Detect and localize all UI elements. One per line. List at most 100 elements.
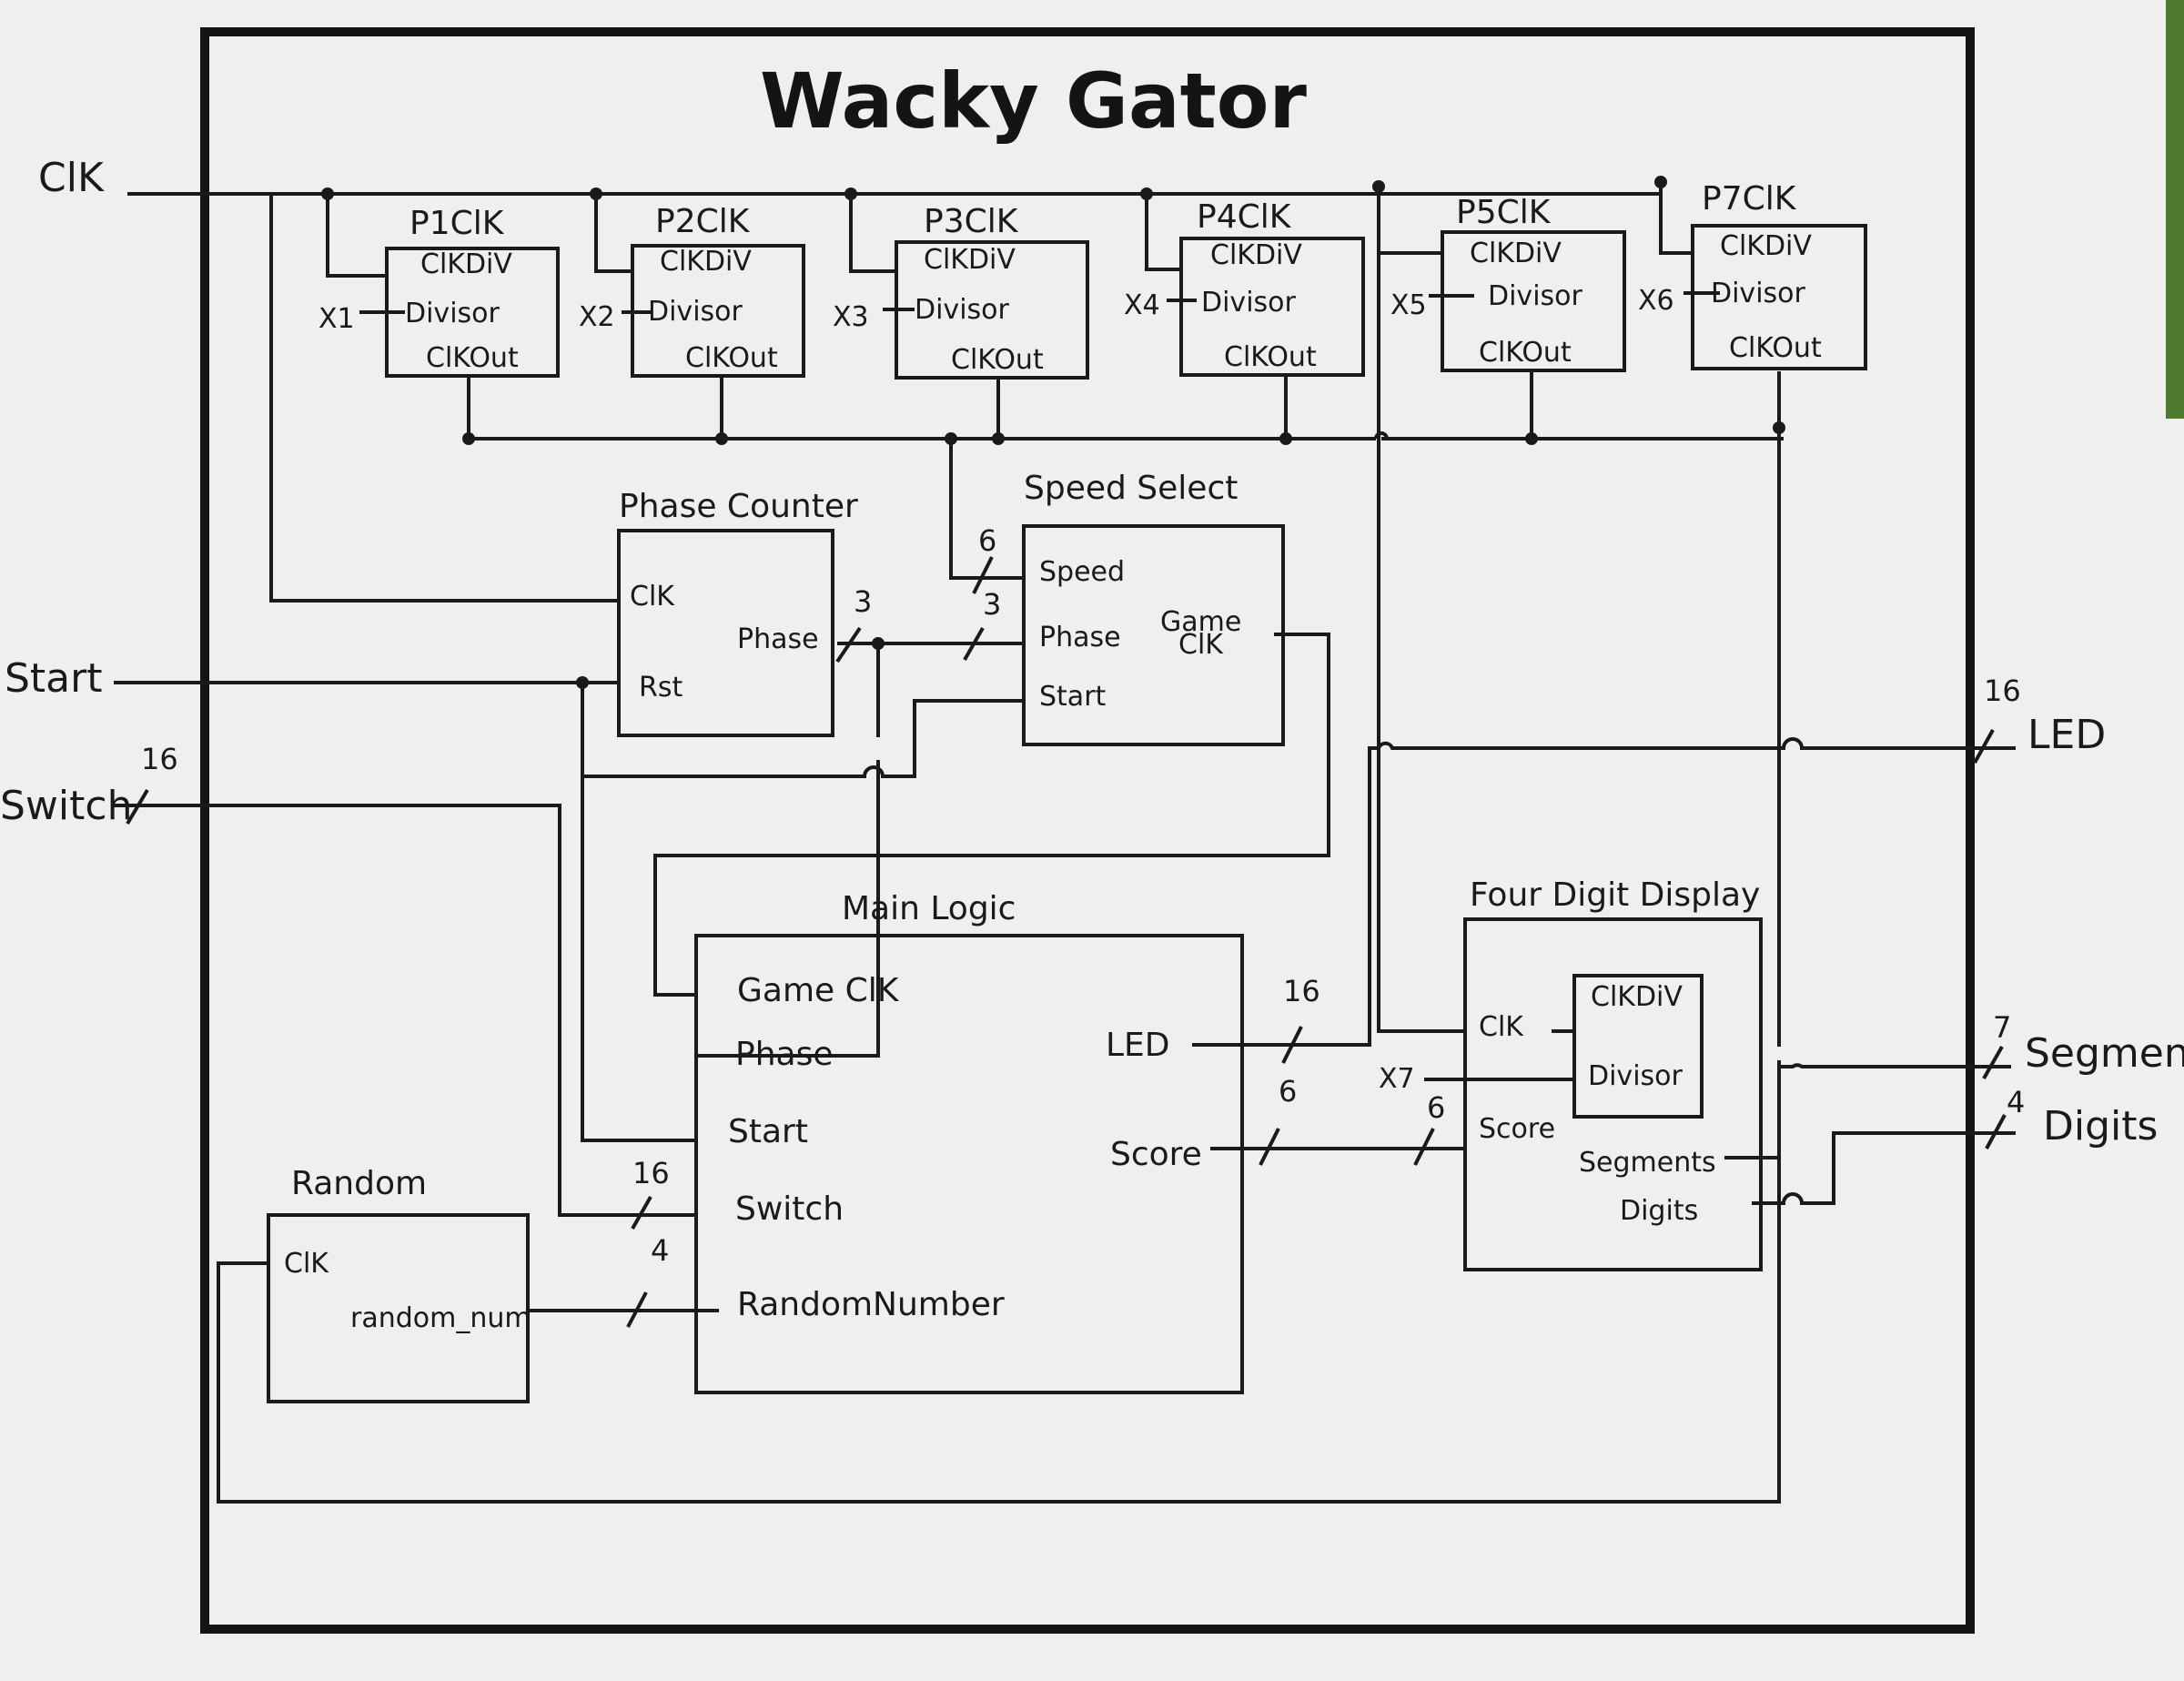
random-slash [626, 1291, 648, 1328]
junction-dot [590, 187, 602, 200]
divisor-input-label: X3 [833, 301, 869, 333]
phase-out-slash [835, 626, 862, 663]
junction-dot [1279, 432, 1292, 445]
ml-start-port: Start [728, 1113, 808, 1150]
clkout-port: ClKOut [1729, 332, 1822, 364]
fd-score-width: 6 [1427, 1090, 1445, 1125]
ml-random-width: 4 [651, 1233, 669, 1268]
clk-branch-p1 [326, 194, 387, 278]
speed-slash [972, 556, 994, 594]
ss-phase-width: 3 [983, 587, 1001, 622]
ml-score-port: Score [1110, 1136, 1202, 1173]
junction-dot [872, 637, 885, 650]
led-out-slash [1973, 729, 1995, 764]
divisor-port: Divisor [405, 298, 500, 329]
clkout-port: ClKOut [426, 342, 519, 374]
clk-branch-p4 [1145, 194, 1181, 271]
junction-dot [1140, 187, 1153, 200]
score-out-slash [1259, 1128, 1280, 1166]
divider-header: ClKDiV [660, 246, 752, 278]
ss-phase-port: Phase [1039, 622, 1121, 653]
switch-input-label: Switch [0, 783, 132, 829]
junction-dot [844, 187, 857, 200]
segments-out-slash [1982, 1046, 2004, 1079]
led-output-label: LED [2027, 712, 2106, 758]
pc-clk-port: ClK [630, 581, 675, 613]
ss-game-clk-line2: ClK [1178, 629, 1224, 661]
phase-to-main-wire [696, 643, 880, 1058]
clock-divider-p7: P7ClK ClKDiV Divisor ClKOut X6 [1638, 180, 1867, 370]
phase-counter-box [617, 529, 834, 737]
fd-x7-label: X7 [1379, 1063, 1415, 1095]
clock-divider-p3: P3ClK ClKDiV Divisor ClKOut X3 [833, 203, 1089, 380]
divisor-input-label: X4 [1124, 289, 1160, 321]
clock-divider-p4: P4ClK ClKDiV Divisor ClKOut X4 [1124, 198, 1365, 377]
divisor-port: Divisor [1711, 278, 1806, 309]
fd-inner-header: ClKDiV [1591, 981, 1683, 1013]
outer-frame [200, 27, 1975, 1634]
divider-name: P5ClK [1456, 194, 1552, 231]
divisor-port: Divisor [1488, 280, 1583, 312]
random-clk-port: ClK [284, 1248, 329, 1280]
divider-box [385, 247, 560, 378]
speed-select-block: Speed Select Speed Phase Start Game ClK … [978, 470, 1285, 746]
led-slash [1281, 1026, 1303, 1064]
clock-divider-p2: P2ClK ClKDiV Divisor ClKOut X2 [579, 203, 805, 378]
switch-input-width: 16 [141, 742, 178, 776]
ml-led-port: LED [1106, 1027, 1170, 1064]
switch-in-slash [126, 788, 149, 825]
led-output-width: 16 [1984, 673, 2021, 708]
main-logic-title: Main Logic [842, 890, 1016, 927]
phase-counter-title: Phase Counter [619, 488, 858, 525]
divider-header: ClKDiV [1210, 239, 1302, 271]
external-io: ClK Start Switch 16 LED 16 Segments 7 Di… [0, 155, 2184, 1149]
fd-clk-port: ClK [1479, 1011, 1524, 1043]
digits-out-slash [1985, 1114, 2007, 1149]
p7-clk-wire [217, 371, 1781, 1504]
ss-speed-port: Speed [1039, 556, 1125, 588]
random-num-port: random_num [350, 1302, 531, 1334]
segments-output-label: Segments [2025, 1030, 2184, 1077]
ml-phase-port: Phase [735, 1036, 834, 1073]
junction-dot [1372, 180, 1385, 193]
bus-hop [1374, 431, 1389, 440]
display-title: Four Digit Display [1470, 876, 1760, 914]
clkout-port: ClKOut [951, 344, 1044, 376]
junction-dot [715, 432, 728, 445]
main-logic-box [694, 934, 1244, 1394]
pc-phase-width: 3 [854, 584, 872, 619]
divider-name: P2ClK [655, 203, 751, 240]
speed-select-box [1022, 524, 1285, 746]
speed-wire [949, 439, 1024, 580]
start-to-main-wire [581, 683, 696, 1142]
speed-select-title: Speed Select [1024, 470, 1238, 507]
ss-start-port: Start [1039, 681, 1107, 713]
digits-wire [1752, 1131, 2016, 1205]
fd-digits-port: Digits [1620, 1195, 1698, 1227]
junction-dot [992, 432, 1005, 445]
junction-dot [945, 432, 957, 445]
junction-dot [576, 676, 589, 689]
divider-header: ClKDiV [1720, 230, 1812, 262]
divider-box [1441, 230, 1626, 372]
clock-divider-p1: P1ClK ClKDiV Divisor ClKOut X1 [318, 205, 560, 378]
ml-led-width: 16 [1283, 974, 1320, 1008]
divisor-port: Divisor [915, 294, 1010, 326]
divider-box [631, 244, 805, 378]
clk-input-label: ClK [38, 155, 105, 201]
divider-header: ClKDiV [1470, 238, 1562, 269]
ml-score-width: 6 [1279, 1074, 1297, 1109]
divisor-input-label: X5 [1390, 289, 1427, 321]
ss-game-clk-line1: Game [1160, 606, 1241, 638]
diagram-title: Wacky Gator [760, 56, 1307, 146]
clkout-port: ClKOut [685, 342, 778, 374]
clkout-port: ClKOut [1479, 337, 1572, 369]
clk-branch-p2 [594, 194, 632, 273]
clk-branch-p5-display [1377, 187, 1465, 1033]
segments-output-width: 7 [1993, 1010, 2011, 1045]
random-box [267, 1213, 530, 1403]
ss-speed-width: 6 [978, 523, 996, 558]
junction-dot [462, 432, 475, 445]
divider-name: P3ClK [924, 203, 1019, 240]
